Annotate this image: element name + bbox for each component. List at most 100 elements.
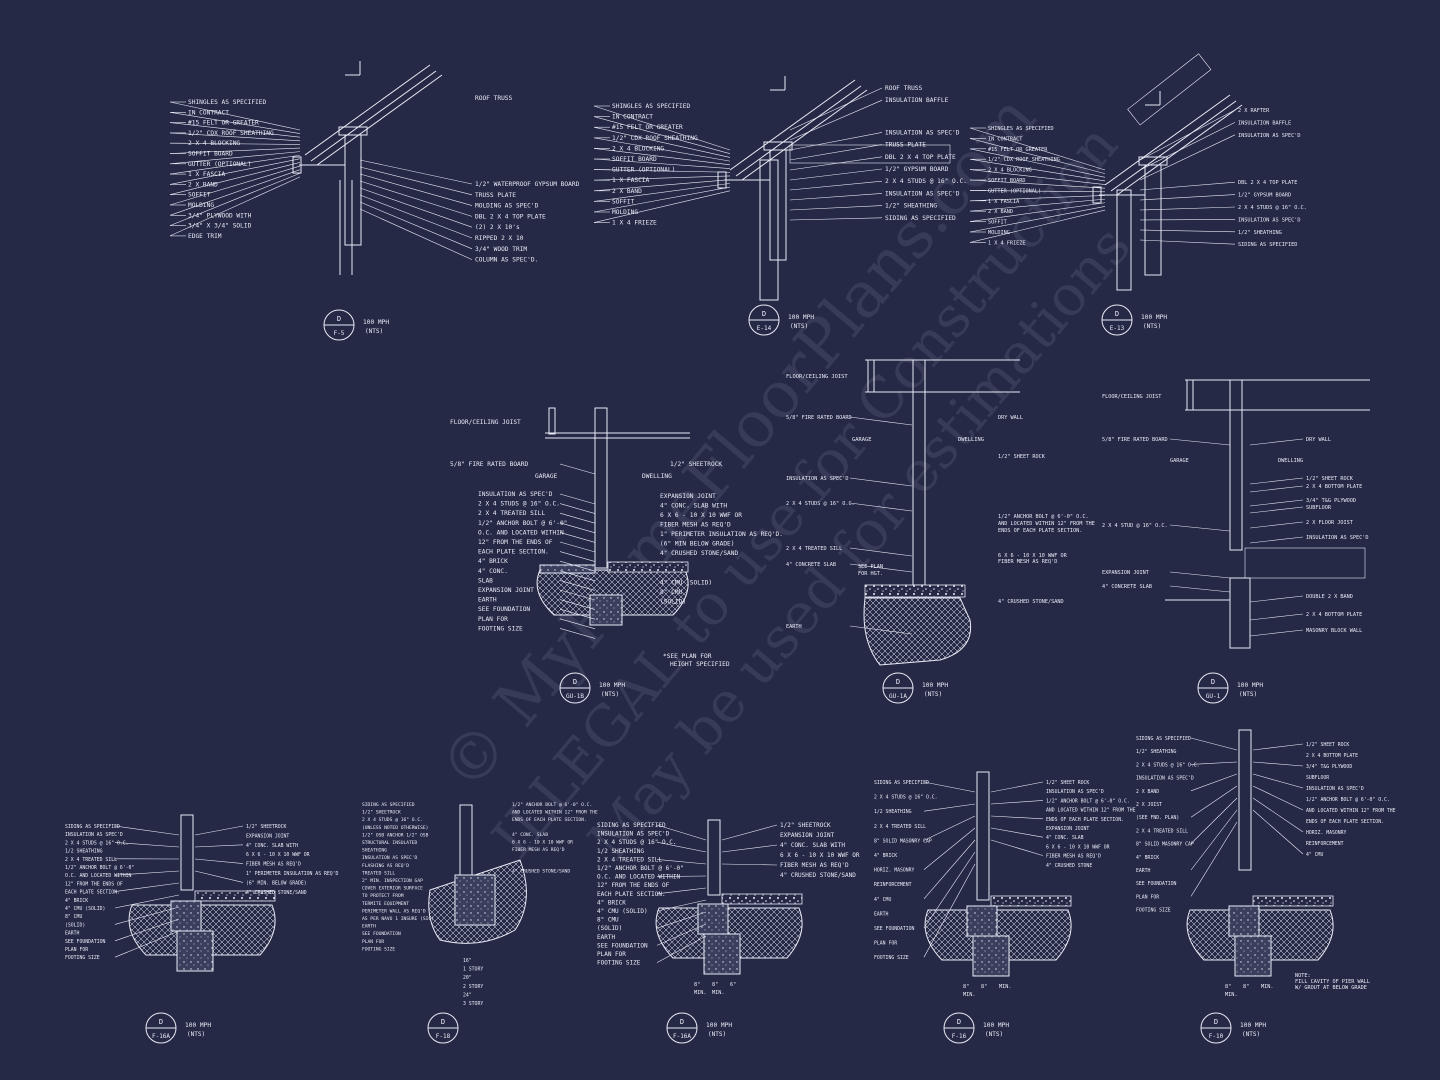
detail-note-scale: (NTS) <box>365 328 383 335</box>
detail-callout: PERIMETER WALL AS REQ'D <box>362 908 426 914</box>
detail-callout: 4" CMU <box>1306 852 1323 858</box>
detail-callout: 6 X 6 - 10 X 10 WWF OR <box>660 512 742 519</box>
detail-callout: FLASHING AS REQ'D <box>362 863 409 869</box>
detail-callout: 2 X 4 STUDS @ 16" O.C. <box>65 840 129 846</box>
detail-callout: 6 X 6 - 10 X 10 WWF OR <box>1046 844 1110 850</box>
detail-callout: 1/2" ANCHOR BOLT @ 6'-0" <box>597 865 684 872</box>
detail-callout: 1/2" SHEET ROCK <box>998 454 1046 460</box>
detail-callout: 4" CONC. SLAB <box>512 832 548 838</box>
detail-callout: MOLDING <box>988 230 1010 236</box>
detail-callout: EARTH <box>1136 868 1151 874</box>
detail-bubble-sheet: F-16A <box>152 1033 170 1040</box>
detail-callout: 4" CRUSHED STONE <box>1046 863 1092 869</box>
detail-callout: HORIZ. MASONRY <box>874 868 915 874</box>
detail-callout: SOFFIT BOARD <box>988 178 1025 184</box>
detail-callout: 1/2" SHEETROCK <box>246 824 287 830</box>
detail-callout: 1/2 SHEATHING <box>874 809 912 815</box>
detail-callout: 5/8" FIRE RATED BOARD <box>1102 437 1168 443</box>
detail-bubble: DF-18 <box>427 1012 459 1044</box>
detail-callout: ROOF TRUSS <box>885 85 923 92</box>
detail-callout: 1 X FASCIA <box>188 171 226 178</box>
detail-callout: 6 X 6 - 10 X 10 WWF OR <box>246 852 310 858</box>
detail-callout: 1/2" SHEET ROCK <box>1306 742 1349 748</box>
detail-dimension: MIN. <box>1261 984 1274 990</box>
detail-callout: INSULATION AS SPEC'D <box>362 855 418 861</box>
detail-callout: ENDS OF EACH PLATE SECTION. <box>1306 819 1384 825</box>
detail-callout: PLAN FOR <box>362 939 384 945</box>
detail-callout: SIDING AS SPECIFIED <box>885 215 956 222</box>
detail-callout: DOUBLE 2 X BAND <box>1306 594 1353 600</box>
detail-callout: TO PROTECT FROM <box>362 893 404 899</box>
detail-dimension: 6" <box>730 982 736 988</box>
detail-callout: SIDING AS SPECIFIED <box>1136 736 1191 742</box>
detail-callout: 4" BRICK <box>597 899 626 906</box>
detail-callout: INSULATION AS SPEC'D <box>1046 789 1104 795</box>
detail-dimension: MIN. <box>694 990 707 996</box>
detail-callout: 2 X BAND <box>1136 789 1159 795</box>
detail-callout: FOOTING SIZE <box>65 955 100 961</box>
detail-note-wind: 100 MPH <box>363 319 389 326</box>
watermark-line-2: ILLEGAL to use for Construction <box>480 113 1131 871</box>
detail-callout: EXPANSION JOINT <box>246 833 289 839</box>
detail-callout: TRUSS PLATE <box>475 192 516 199</box>
detail-callout: 5/8" FIRE RATED BOARD <box>786 415 852 421</box>
detail-callout: ROOF TRUSS <box>475 95 513 102</box>
detail-callout: 12" FROM THE ENDS OF <box>65 881 123 887</box>
label-dwelling: DWELLING <box>642 473 672 480</box>
detail-callout: EACH PLATE SECTION. <box>597 891 666 898</box>
detail-dimension: 3 STORY <box>463 1001 483 1007</box>
detail-callout: 1/2" SHEETROCK <box>362 810 401 816</box>
detail-callout: 2 X JOIST <box>1136 802 1162 808</box>
detail-callout: O.C. AND LOCATED WITHIN <box>478 529 564 536</box>
detail-bubble-letter: D <box>1214 1018 1218 1026</box>
detail-callout: DBL 2 X 4 TOP PLATE <box>475 213 546 220</box>
detail-callout: 1/2" SHEETROCK <box>670 461 722 468</box>
detail-callout: INSULATION AS SPEC'D <box>1306 535 1368 541</box>
detail-callout: (UNLESS NOTED OTHERWISE) <box>362 825 428 831</box>
detail-footnote: *SEE PLAN FOR <box>663 653 712 660</box>
detail-callout: 1/2" ANCHOR BOLT @ 6'-0" O.C. <box>1306 797 1390 803</box>
detail-note-wind: 100 MPH <box>983 1022 1009 1029</box>
detail-callout: 2 X 4 TREATED SILL <box>478 510 545 517</box>
detail-note-wind: 100 MPH <box>1237 682 1263 689</box>
detail-dimension: MIN. <box>712 990 725 996</box>
detail-callout: FOOTING SIZE <box>478 625 523 632</box>
label-garage: GARAGE <box>1170 458 1189 464</box>
detail-callout: 1/2" SHEATHING <box>1238 230 1282 236</box>
detail-callout: 2 X 4 TREATED SILL <box>786 546 842 552</box>
detail-callout: 2 X 4 STUDS @ 16" O.C. <box>597 839 676 846</box>
detail-callout: SUBFLOOR <box>1306 505 1332 511</box>
label-dwelling: DWELLING <box>958 437 984 443</box>
detail-callout: FLOOR/CEILING JOIST <box>1102 394 1161 400</box>
detail-callout: INSULATION AS SPEC'D <box>1136 776 1194 782</box>
detail-callout: INSULATION AS SPEC'D <box>1306 786 1364 792</box>
detail-callout: FOR HGT. <box>858 571 883 577</box>
detail-callout: 2 X BAND <box>988 209 1013 215</box>
detail-callout: PLAN FOR <box>65 947 88 953</box>
detail-bubble-sheet: F-16 <box>952 1033 967 1040</box>
detail-callout: #15 FELT OR GREATER <box>988 147 1048 153</box>
detail-callout: EARTH <box>65 931 80 937</box>
detail-callout: IN CONTRACT <box>988 136 1022 142</box>
detail-bubble-sheet: GU-1B <box>566 693 584 700</box>
detail-callout: 4" CONCRETE SLAB <box>786 562 836 568</box>
detail-callout: 2 X 4 STUDS @ 16" O.C. <box>478 501 560 508</box>
detail-callout: 1/2" ANCHOR BOLT @ 6'-0" O.C. <box>998 514 1089 520</box>
detail-callout: (6" MIN BELOW GRADE) <box>660 541 735 548</box>
detail-callout: 4" CONC. SLAB WITH <box>780 842 845 849</box>
detail-callout: 1/2" SHEATHING <box>885 203 937 210</box>
detail-callout: COLUMN AS SPEC'D. <box>475 257 538 264</box>
detail-callout: 3/4" T&G PLYWOOD <box>1306 764 1352 770</box>
detail-callout: 1/2" ANCHOR BOLT @ 6'-0" <box>65 865 134 871</box>
detail-callout: O.C. AND LOCATED WITHIN <box>65 873 132 879</box>
detail-bubble-letter: D <box>762 310 766 318</box>
detail-callout: SOFFIT <box>188 192 211 199</box>
detail-callout: SEE FOUNDATION <box>65 939 106 945</box>
detail-bubble-sheet: F-5 <box>334 330 345 337</box>
detail-callout: 8" CMU <box>660 589 683 596</box>
detail-callout: 2 X 4 STUD @ 16" O.C. <box>1102 523 1168 529</box>
detail-callout: 2 X 4 STUDS @ 16" O.C. <box>885 178 967 185</box>
